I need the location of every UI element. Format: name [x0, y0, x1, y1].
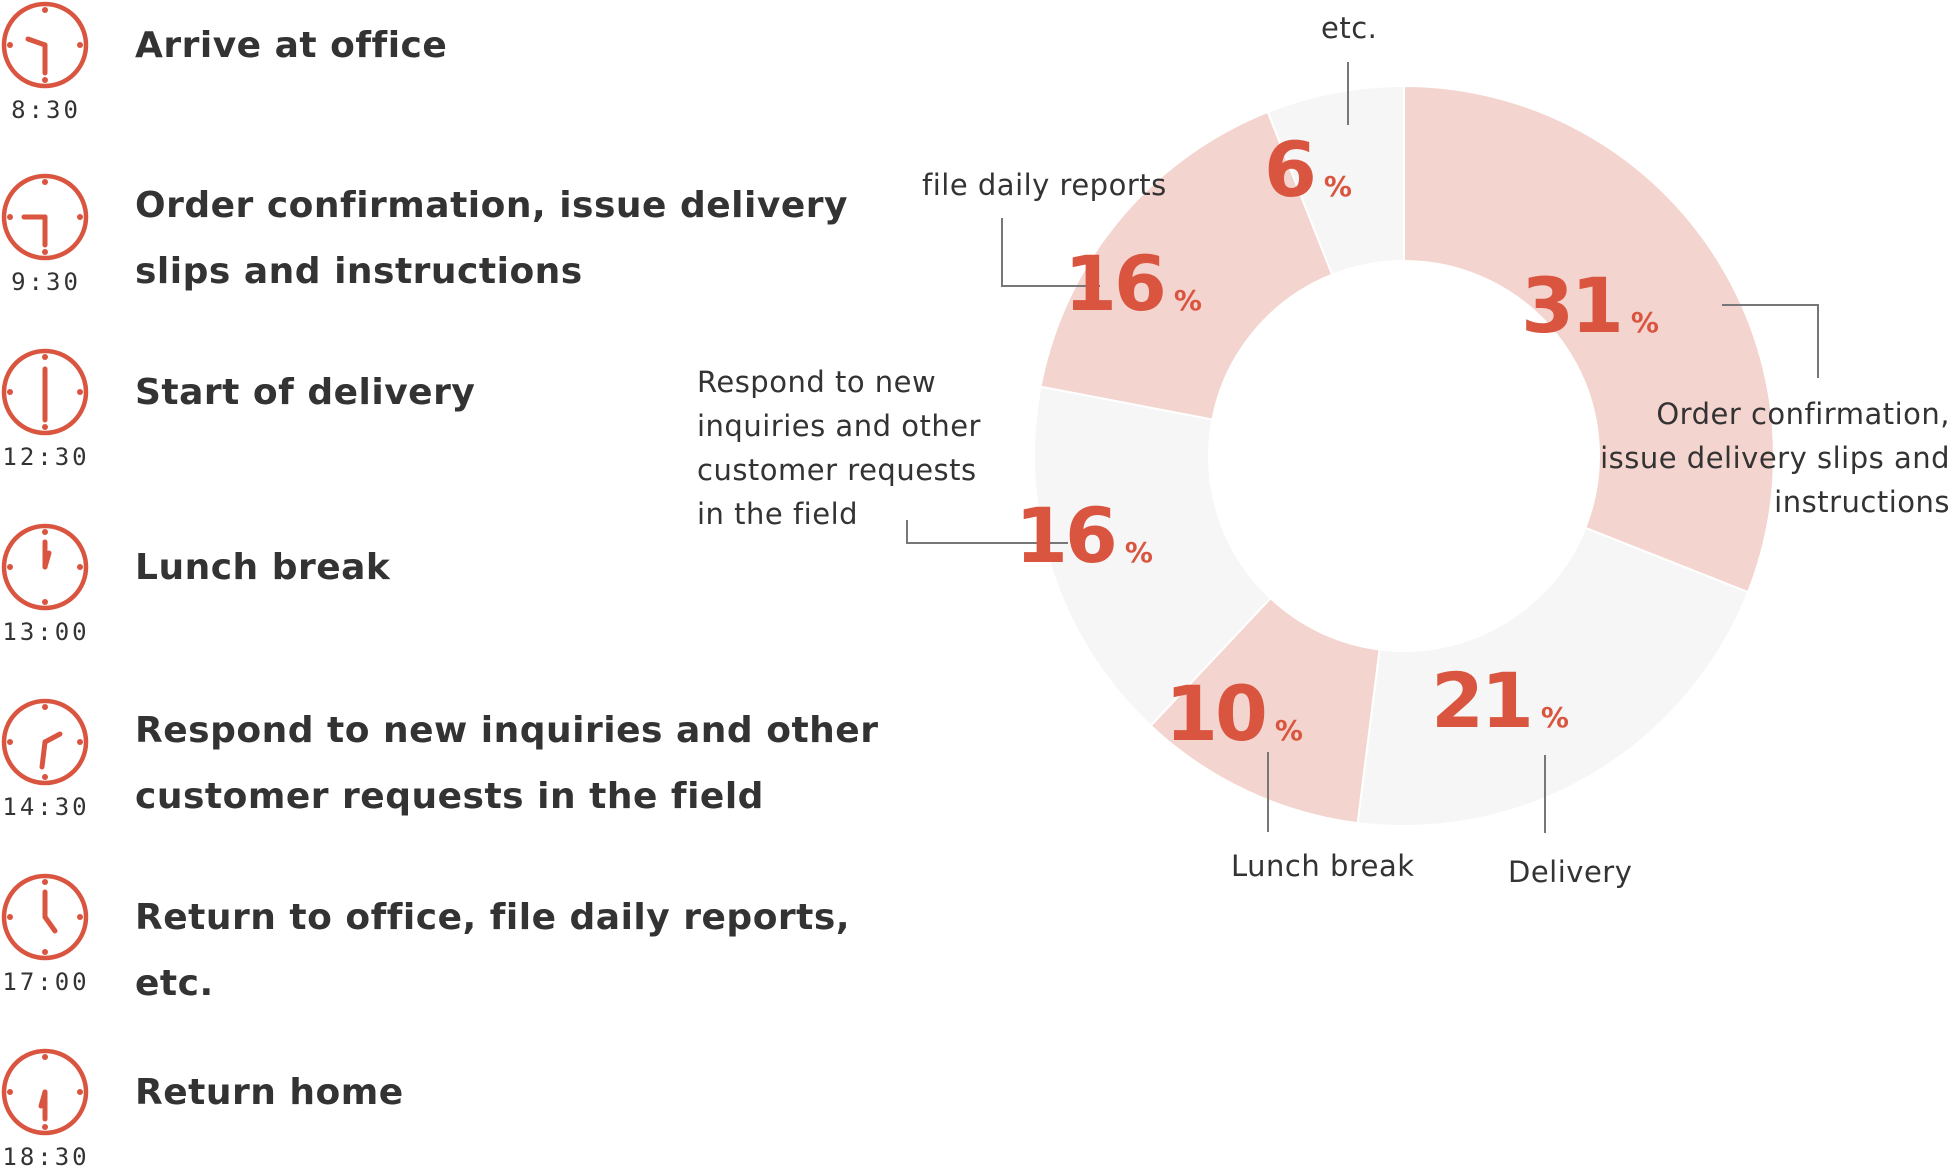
clock-icon — [1, 1, 89, 89]
slice-value-number: 16 — [1064, 239, 1164, 328]
clock-icon — [1, 348, 89, 436]
schedule-time: 17:00 — [2, 968, 90, 996]
schedule-time: 9:30 — [11, 268, 81, 296]
clock-icon — [1, 1048, 89, 1136]
slice-value-unit: % — [1275, 714, 1303, 747]
slice-value-number: 6 — [1264, 125, 1314, 214]
slice-value-file-daily-reports: 16% — [1064, 239, 1202, 328]
slice-value-unit: % — [1174, 284, 1202, 317]
donut-slice-respond-inquiries — [1033, 385, 1272, 728]
slice-label-lunch-break: Lunch break — [1231, 849, 1415, 883]
schedule-time: 8:30 — [11, 96, 81, 124]
schedule-label: Order confirmation, issue delivery slips… — [135, 185, 848, 292]
slice-value-order-confirmation: 31% — [1521, 261, 1659, 350]
slice-value-number: 10 — [1165, 669, 1265, 758]
donut-slice-delivery — [1356, 526, 1750, 827]
slice-value-unit: % — [1541, 701, 1569, 734]
slice-value-number: 21 — [1431, 656, 1531, 745]
slice-value-lunch-break: 10% — [1165, 669, 1303, 758]
clock-icon — [1, 873, 89, 961]
donut-slice-order-confirmation — [1403, 84, 1775, 594]
slice-label-delivery: Delivery — [1508, 855, 1633, 889]
slice-label-respond-inquiries: Respond to new inquiries and other custo… — [697, 365, 981, 531]
slice-value-number: 31 — [1521, 261, 1621, 350]
clock-icon — [1, 523, 89, 611]
clock-icon — [1, 698, 89, 786]
clock-icon — [1, 173, 89, 261]
schedule-time: 18:30 — [2, 1143, 90, 1171]
slice-label-file-daily-reports: file daily reports — [922, 168, 1167, 202]
slice-value-respond-inquiries: 16% — [1015, 491, 1153, 580]
donut-slice-etc — [1266, 84, 1405, 276]
slice-value-unit: % — [1324, 170, 1352, 203]
schedule-time: 12:30 — [2, 443, 90, 471]
slice-value-unit: % — [1631, 306, 1659, 339]
leader-line-order-confirmation — [1722, 304, 1819, 378]
schedule-label: Return to office, file daily reports, et… — [135, 897, 850, 1004]
schedule-label: Start of delivery — [135, 372, 476, 413]
slice-value-unit: % — [1125, 536, 1153, 569]
leader-line-file-daily-reports — [1001, 218, 1100, 287]
schedule-label: Respond to new inquiries and other custo… — [135, 710, 879, 817]
slice-label-order-confirmation: Order confirmation, issue delivery slips… — [1600, 397, 1950, 519]
schedule-label: Lunch break — [135, 547, 391, 588]
slice-label-etc: etc. — [1321, 11, 1378, 45]
slice-value-delivery: 21% — [1431, 656, 1569, 745]
slice-value-number: 16 — [1015, 491, 1115, 580]
schedule-label: Arrive at office — [135, 25, 448, 66]
schedule-label: Return home — [135, 1072, 404, 1113]
schedule-time: 14:30 — [2, 793, 90, 821]
daily-schedule: 8:30 Arrive at office 9:30 Order confirm… — [0, 0, 900, 1172]
schedule-time: 13:00 — [2, 618, 90, 646]
leader-line-respond-inquiries — [906, 520, 1068, 544]
slice-value-etc: 6% — [1264, 125, 1352, 214]
